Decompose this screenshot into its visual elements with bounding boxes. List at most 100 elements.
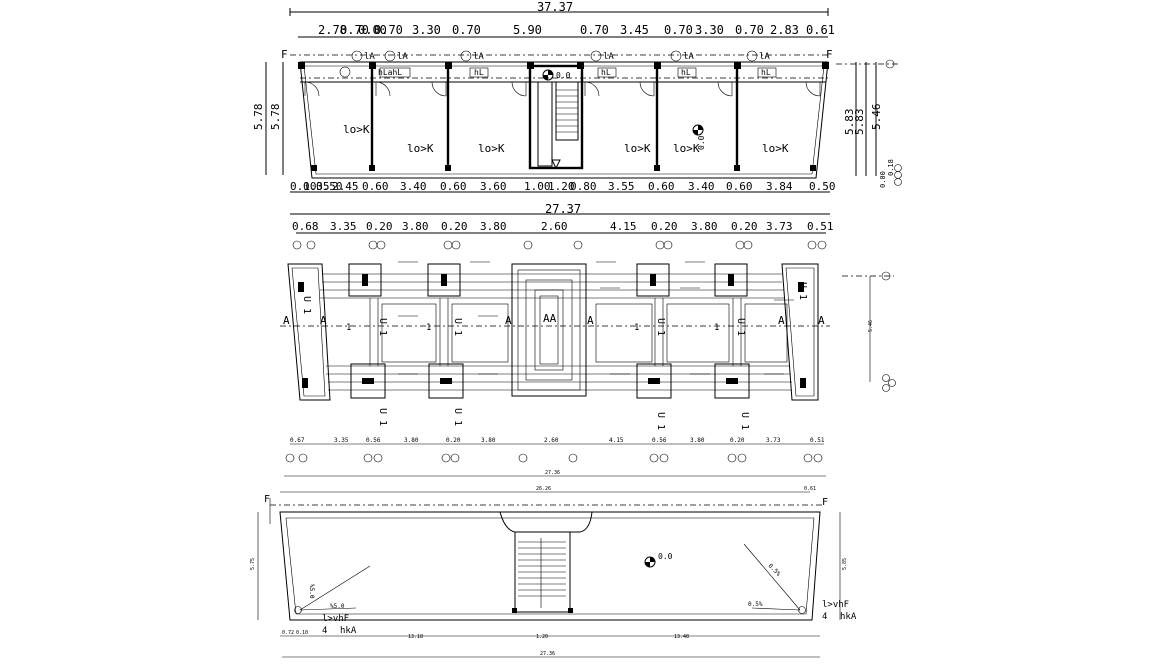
grid-bubbles-right xyxy=(885,59,902,186)
svg-text:1.20: 1.20 xyxy=(548,180,575,193)
svg-text:%5.0: %5.0 xyxy=(330,603,345,610)
right-strip-footing xyxy=(781,263,819,401)
right-dimension: 5.85 xyxy=(842,558,848,570)
small-markers: 1 1 1 1 xyxy=(346,323,719,333)
svg-text:lA: lA xyxy=(473,52,484,62)
svg-text:0.20: 0.20 xyxy=(441,220,468,233)
svg-text:1: 1 xyxy=(714,323,719,333)
tie-beams xyxy=(320,273,792,391)
left-dimension: 5.78 xyxy=(269,104,282,131)
left-dimension: 5.75 xyxy=(250,558,256,570)
section-mark: F xyxy=(281,48,288,61)
svg-text:hL: hL xyxy=(474,68,484,77)
svg-text:A: A xyxy=(587,314,594,327)
svg-text:hL: hL xyxy=(681,68,691,77)
svg-text:lA: lA xyxy=(397,52,408,62)
svg-text:4: 4 xyxy=(322,626,327,636)
svg-text:lA: lA xyxy=(364,52,375,62)
stair-core xyxy=(528,64,584,170)
svg-text:lA: lA xyxy=(603,52,614,62)
svg-text:0.60: 0.60 xyxy=(362,180,389,193)
svg-text:0.68: 0.68 xyxy=(292,220,319,233)
slope-lines xyxy=(299,543,801,611)
svg-text:U 1: U 1 xyxy=(797,282,808,300)
svg-text:2.60: 2.60 xyxy=(541,220,568,233)
room-labels: lo>K lo>K lo>K lo>K lo>K lo>K xyxy=(343,123,789,155)
grid-bubbles-right xyxy=(881,271,896,392)
svg-text:lo>K: lo>K xyxy=(478,142,505,155)
slope-labels: %5.0 %5.0 0.5% 0.5% xyxy=(308,562,782,610)
svg-text:4.15: 4.15 xyxy=(610,220,637,233)
svg-text:0.20: 0.20 xyxy=(730,437,745,444)
svg-text:0.67: 0.67 xyxy=(290,437,305,444)
svg-text:0.10: 0.10 xyxy=(290,180,317,193)
dim-label: 3.30 xyxy=(695,23,724,37)
roof-drains xyxy=(294,606,806,614)
left-dimension: 5.78 xyxy=(252,104,265,131)
svg-text:3.80: 3.80 xyxy=(691,220,718,233)
svg-text:3.40: 3.40 xyxy=(688,180,715,193)
svg-text:U 1: U 1 xyxy=(739,412,750,430)
svg-text:3.35: 3.35 xyxy=(334,437,349,444)
svg-text:%5.0: %5.0 xyxy=(308,584,315,599)
svg-text:lo>K: lo>K xyxy=(762,142,789,155)
kitchen-fixtures: hLahL hL hL hL hL xyxy=(339,66,777,78)
svg-text:13.48: 13.48 xyxy=(674,634,689,640)
svg-text:hL: hL xyxy=(761,68,771,77)
svg-text:3.80: 3.80 xyxy=(404,437,419,444)
svg-text:0.60: 0.60 xyxy=(440,180,467,193)
svg-text:0.20: 0.20 xyxy=(731,220,758,233)
bottom-total-dimension: 27.37 xyxy=(545,202,581,216)
svg-text:3.55: 3.55 xyxy=(608,180,635,193)
dim-label: 0.70 xyxy=(580,23,609,37)
svg-text:3.73: 3.73 xyxy=(766,220,793,233)
svg-text:lA: lA xyxy=(683,52,694,62)
svg-text:3.35: 3.35 xyxy=(330,220,357,233)
svg-text:U 1: U 1 xyxy=(452,408,463,426)
isolated-footings xyxy=(298,263,806,399)
level-marker: 0.0 xyxy=(542,69,571,81)
dim-label: 0.00 xyxy=(358,23,387,37)
dim-label: 0.70 xyxy=(452,23,481,37)
svg-text:U 1: U 1 xyxy=(377,318,388,336)
right-small-dims: 0.00 0.18 xyxy=(879,159,895,188)
section-tags: A A A A AA A A xyxy=(280,312,830,327)
svg-text:0.51: 0.51 xyxy=(807,220,834,233)
svg-text:2.45: 2.45 xyxy=(332,180,359,193)
bottom-dimension-labels: 0.72 0.10 13.18 1.20 13.48 xyxy=(282,630,689,640)
svg-text:0.18: 0.18 xyxy=(887,159,895,176)
left-strip-footing xyxy=(287,263,331,401)
bottom-total-dimension: 27.36 xyxy=(540,651,555,657)
grid-dimension-labels: 0.68 3.35 0.20 3.80 0.20 3.80 2.60 4.15 … xyxy=(292,220,834,233)
overall-dimension-label: 37.37 xyxy=(537,0,573,14)
svg-text:0.5%: 0.5% xyxy=(748,601,763,608)
svg-text:0.20: 0.20 xyxy=(366,220,393,233)
svg-text:0.0: 0.0 xyxy=(556,71,571,80)
svg-text:lo>K: lo>K xyxy=(407,142,434,155)
dim-label: 5.90 xyxy=(513,23,542,37)
plan-3-roof-plan: 26.26 0.61 F F xyxy=(250,486,857,658)
svg-text:l>vhF: l>vhF xyxy=(322,614,349,624)
svg-text:4: 4 xyxy=(822,612,827,622)
grid-bubbles-top xyxy=(292,240,827,250)
dim-label: 0.70 xyxy=(735,23,764,37)
svg-text:A: A xyxy=(505,314,512,327)
dim-label: 0.70 xyxy=(664,23,693,37)
section-mark: F xyxy=(826,48,833,61)
svg-text:3.40: 3.40 xyxy=(400,180,427,193)
svg-text:A: A xyxy=(818,314,825,327)
section-mark: F xyxy=(264,494,270,505)
svg-text:hL: hL xyxy=(601,68,611,77)
svg-text:hLahL: hLahL xyxy=(378,68,402,77)
svg-text:0.0: 0.0 xyxy=(658,552,673,561)
level-marker: 0.0 xyxy=(692,124,706,150)
svg-text:0.72: 0.72 xyxy=(282,630,294,636)
svg-text:1.00: 1.00 xyxy=(524,180,551,193)
svg-text:1: 1 xyxy=(346,323,351,333)
right-dimension: 5.83 xyxy=(843,109,856,136)
svg-text:U 1: U 1 xyxy=(377,408,388,426)
top-dimension: 0.61 xyxy=(804,486,816,492)
svg-text:U 1: U 1 xyxy=(452,318,463,336)
svg-text:0.51: 0.51 xyxy=(810,437,825,444)
